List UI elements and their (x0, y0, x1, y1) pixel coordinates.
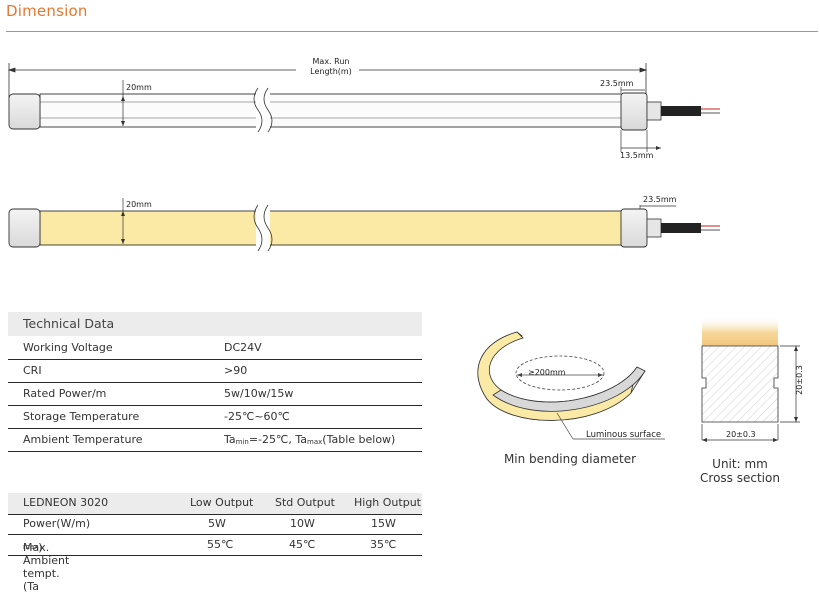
tech-label: Working Voltage (23, 341, 113, 354)
bending-illustration (477, 331, 665, 440)
dimension-drawing (7, 63, 720, 252)
technical-data-header: Technical Data (8, 312, 422, 336)
output-col-std: Std Output (275, 496, 335, 509)
length-label: Length(m) (310, 67, 352, 76)
output-col-low: Low Output (190, 496, 254, 509)
output-col-model: LEDNEON 3020 (23, 496, 109, 509)
technical-data-title: Technical Data (23, 316, 115, 331)
output-cell: 35℃ (370, 538, 397, 551)
tech-label: Ambient Temperature (23, 433, 143, 446)
tech-row-power: Rated Power/m 5w/10w/15w (8, 382, 422, 406)
tech-row-ambient-temp: Ambient Temperature Tamin=-25℃, Tamax(Ta… (8, 428, 422, 452)
tech-label: Rated Power/m (23, 387, 107, 400)
unlit-strip-drawing (8, 80, 720, 152)
tech-value: DC24V (224, 341, 262, 354)
tech-value: 5w/10w/15w (224, 387, 294, 400)
output-row-label: Power(W/m) (23, 517, 91, 530)
max-run-label: Max. Run (312, 57, 350, 66)
strip1-height-label: 20mm (126, 83, 152, 92)
cross-section-drawing (701, 316, 800, 442)
unit-label: Unit: mm (712, 457, 768, 471)
strip1-width-label: 23.5mm (600, 79, 634, 88)
tech-value: -25℃~60℃ (224, 410, 290, 423)
output-cell: 55℃ (207, 538, 234, 551)
strip2-width-label: 23.5mm (643, 195, 677, 204)
output-cell: 45℃ (289, 538, 316, 551)
tech-row-cri: CRI >90 (8, 359, 422, 383)
tech-value: Tamin=-25℃, Tamax(Table below) (224, 433, 396, 446)
tech-row-voltage: Working Voltage DC24V (8, 336, 422, 360)
output-col-high: High Output (354, 496, 421, 509)
output-row-power: Power(W/m) 5W 10W 15W (8, 514, 422, 535)
heading-divider (6, 31, 818, 32)
cross-height-label: 20±0.3 (795, 365, 804, 395)
output-cell: 15W (371, 517, 396, 530)
luminous-surface-label: Luminous surface (586, 430, 662, 440)
tech-label: Storage Temperature (23, 410, 140, 423)
lit-strip-drawing (8, 198, 720, 252)
tech-row-storage-temp: Storage Temperature -25℃~60℃ (8, 405, 422, 429)
output-table-header: LEDNEON 3020 Low Output Std Output High … (8, 493, 422, 515)
tech-label: CRI (23, 364, 42, 377)
connector-width-label: 13.5mm (620, 151, 654, 160)
cross-section-caption: Cross section (700, 471, 780, 485)
max-run-dimension-line (7, 63, 648, 98)
output-cell: 5W (208, 517, 226, 530)
tech-value: >90 (224, 364, 248, 377)
bending-diameter-label: ≥200mm (528, 368, 566, 377)
bending-caption: Min bending diameter (503, 452, 637, 466)
cross-width-label: 20±0.3 (726, 430, 756, 439)
section-heading: Dimension (6, 2, 88, 20)
strip2-height-label: 20mm (126, 200, 152, 209)
output-cell: 10W (290, 517, 315, 530)
